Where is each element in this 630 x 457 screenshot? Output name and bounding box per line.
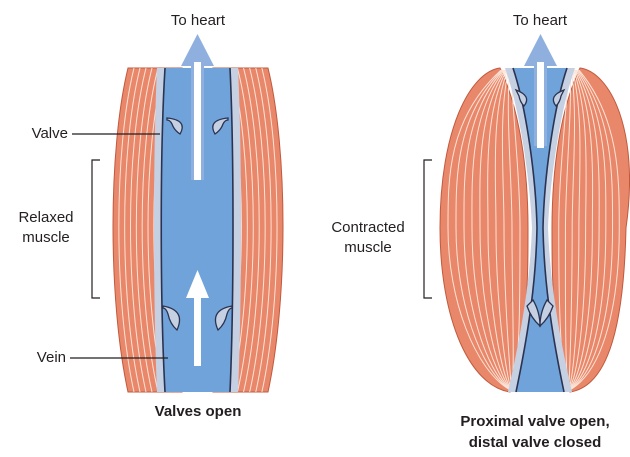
vein-label: Vein	[14, 349, 66, 367]
right-to-heart-label: To heart	[500, 12, 580, 30]
valve-label: Valve	[14, 125, 68, 143]
contracted-muscle-label-line1: Contracted	[318, 219, 418, 237]
right-caption-line1: Proximal valve open,	[440, 412, 630, 431]
right-caption-line2: distal valve closed	[440, 433, 630, 452]
left-panel-relaxed	[70, 34, 283, 392]
right-leaders	[424, 160, 432, 298]
relaxed-muscle-label-line2: muscle	[6, 229, 86, 247]
right-panel-contracted	[424, 34, 630, 392]
right-contracted-muscle-right	[552, 68, 630, 392]
relaxed-muscle-label-line1: Relaxed	[6, 209, 86, 227]
contracted-muscle-label-line2: muscle	[318, 239, 418, 257]
left-caption: Valves open	[118, 402, 278, 421]
left-to-heart-label: To heart	[158, 12, 238, 30]
right-contracted-muscle-left	[440, 68, 528, 392]
